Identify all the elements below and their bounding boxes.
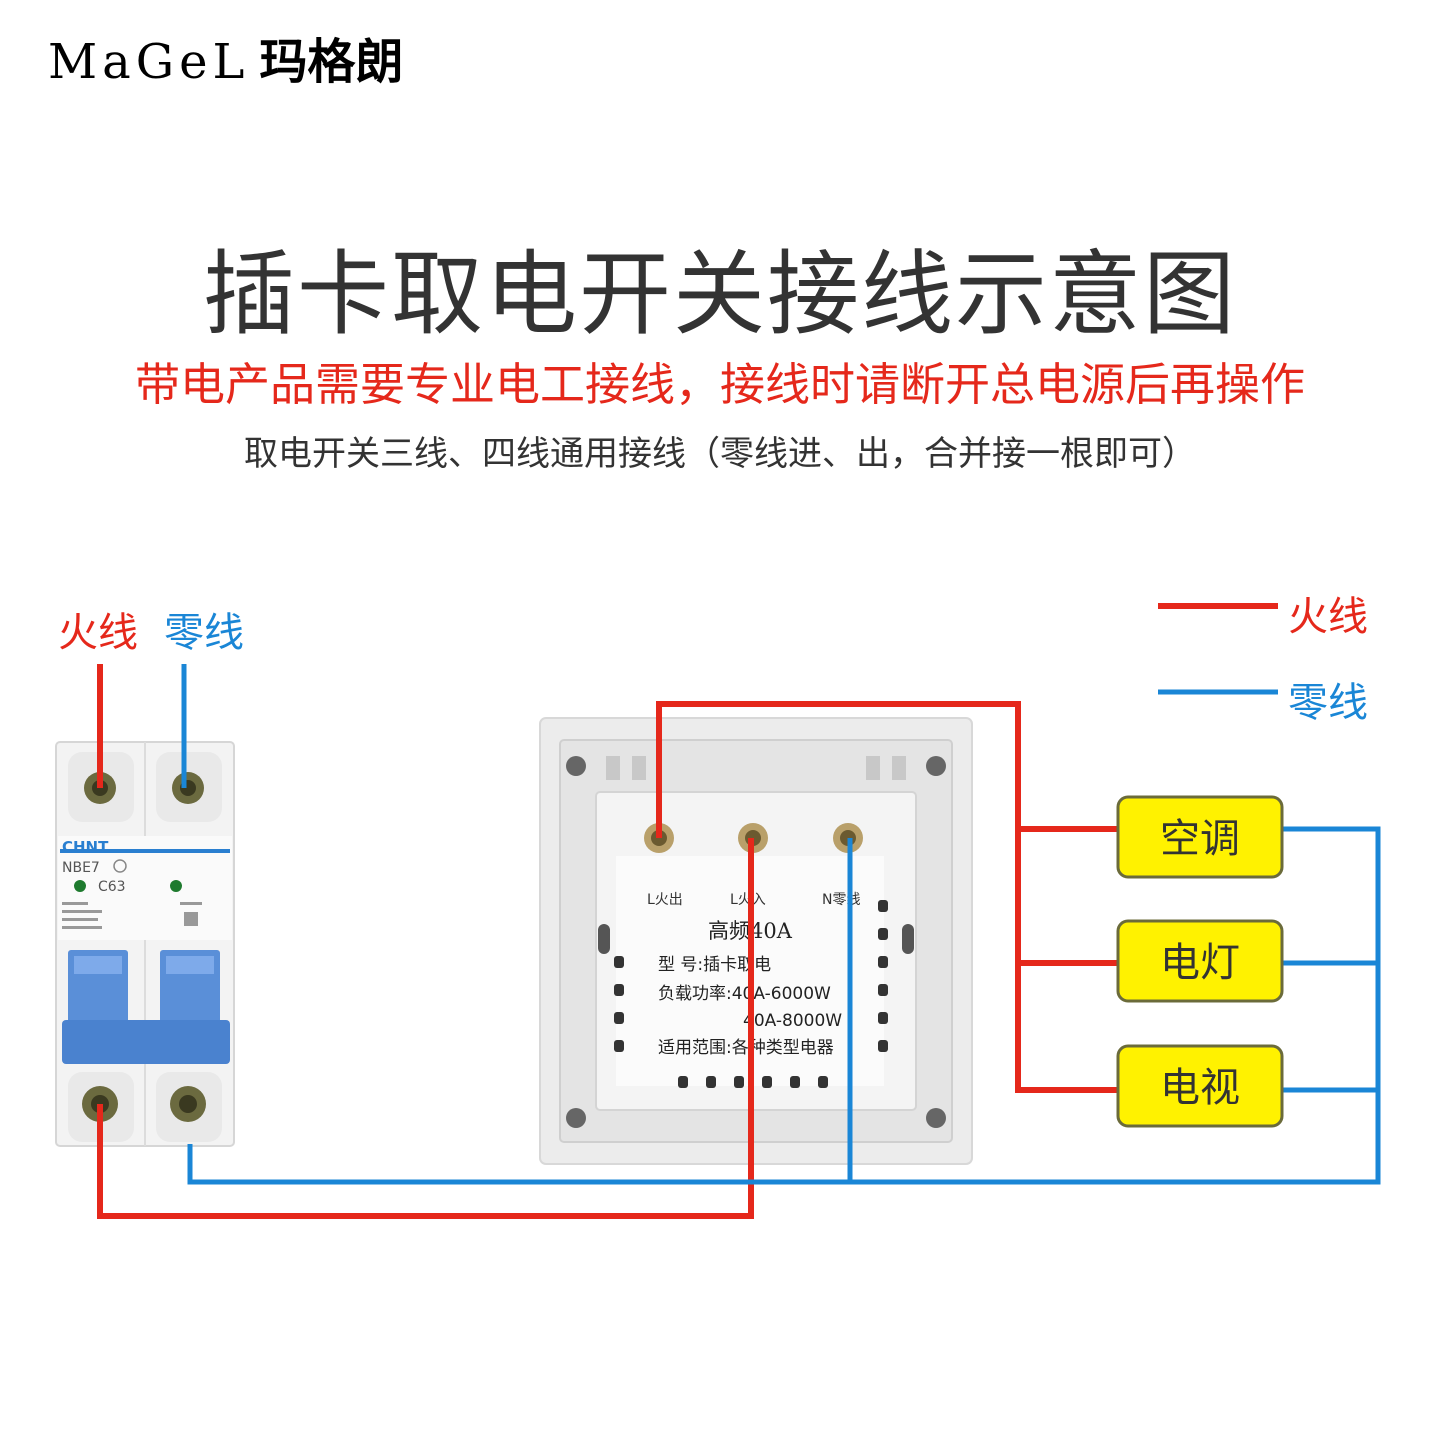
switch-spec-load: 负载功率:40A-6000W bbox=[658, 984, 831, 1004]
neutral-wires bbox=[181, 664, 1381, 1185]
terminal-label-l-in: L火入 bbox=[730, 892, 766, 908]
terminal-label-n: N零线 bbox=[822, 892, 860, 908]
live-wires bbox=[97, 603, 1278, 1219]
panel-screw-hole-br bbox=[926, 1108, 946, 1128]
load-tv: 电视 bbox=[1116, 1044, 1284, 1128]
neutral-return-wire bbox=[187, 826, 1381, 1185]
load-light: 电灯 bbox=[1116, 919, 1284, 1003]
switch-spec-range: 适用范围:各种类型电器 bbox=[658, 1038, 834, 1058]
panel-screw-hole-bl bbox=[566, 1108, 586, 1128]
legend-live-label: 火线 bbox=[1288, 594, 1368, 640]
switch-spec-load-2: 40A-8000W bbox=[743, 1011, 842, 1031]
card-switch-panel: L火出 L火入 N零线 高频40A 型 号:插卡取电 负载功率:40A-6000… bbox=[539, 717, 973, 1165]
panel-screw-hole-tr bbox=[926, 756, 946, 776]
certification-mark-icon bbox=[113, 859, 127, 873]
breaker-indicator-neutral bbox=[170, 880, 182, 892]
brand-latin: MaGeL bbox=[48, 34, 250, 90]
breaker-brand: CHNT bbox=[62, 838, 109, 856]
breaker-toggle-bar[interactable] bbox=[62, 1020, 230, 1064]
breaker-rating: C63 bbox=[98, 879, 126, 895]
load-label-air-conditioner: 空调 bbox=[1160, 816, 1240, 862]
legend-neutral-label: 零线 bbox=[1288, 680, 1368, 726]
breaker-indicator-live bbox=[74, 880, 86, 892]
terminal-label-l-out: L火出 bbox=[647, 892, 683, 908]
breaker-live-label: 火线 bbox=[58, 610, 138, 656]
load-label-light: 电灯 bbox=[1160, 940, 1240, 986]
safety-warning: 带电产品需要专业电工接线，接线时请断开总电源后再操作 bbox=[134, 358, 1305, 411]
load-label-tv: 电视 bbox=[1160, 1065, 1240, 1111]
live-switch-to-loads-wire bbox=[656, 701, 1118, 1093]
wiring-note: 取电开关三线、四线通用接线（零线进、出，合并接一根即可） bbox=[244, 434, 1196, 474]
breaker-neutral-label: 零线 bbox=[164, 610, 244, 656]
breaker-model: NBE7 bbox=[62, 860, 100, 876]
brand-chinese: 玛格朗 bbox=[259, 34, 404, 90]
panel-screw-hole-tl bbox=[566, 756, 586, 776]
load-air-conditioner: 空调 bbox=[1116, 795, 1284, 879]
switch-spec-model: 型 号:插卡取电 bbox=[658, 955, 771, 975]
circuit-breaker: CHNT NBE7 C63 bbox=[55, 741, 235, 1147]
page-title: 插卡取电开关接线示意图 bbox=[202, 241, 1237, 348]
live-breaker-to-switch-wire bbox=[97, 838, 754, 1219]
